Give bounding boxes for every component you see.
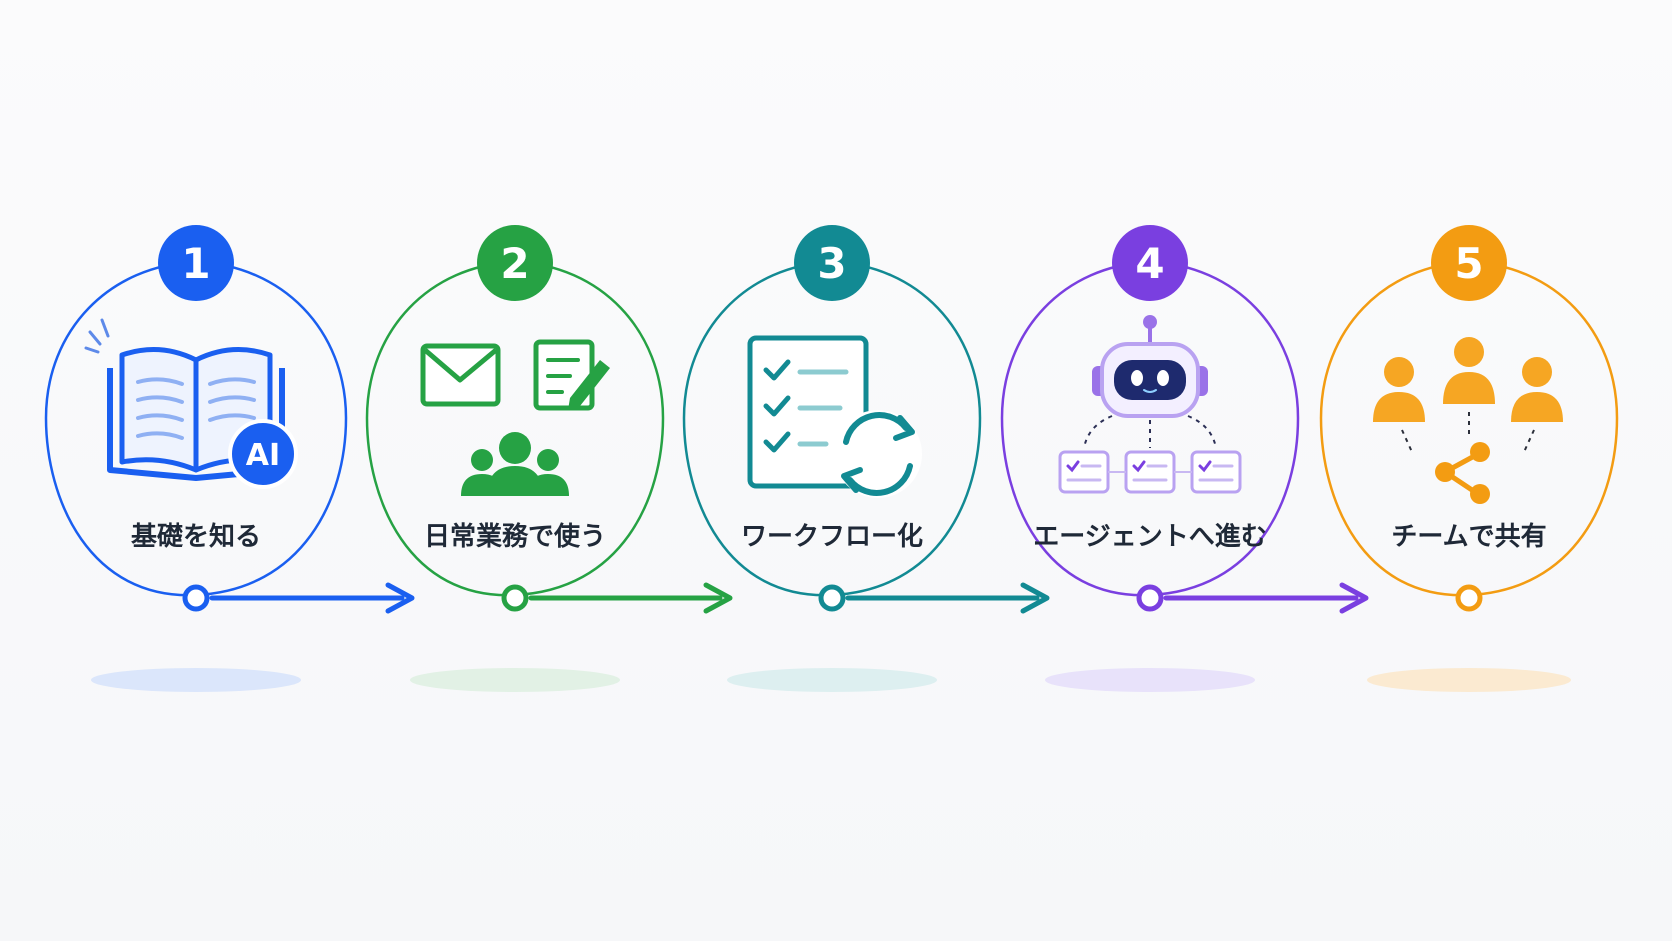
share-icon bbox=[1435, 442, 1490, 504]
open-book-ai-icon: AI bbox=[84, 318, 298, 489]
step-4-badge bbox=[1112, 225, 1188, 301]
task-connectors bbox=[1083, 415, 1217, 449]
step-1-shadow bbox=[91, 668, 301, 692]
step-3-node bbox=[818, 584, 846, 612]
people-icon bbox=[1373, 337, 1563, 422]
arrow-2-to-3 bbox=[528, 582, 733, 614]
step-2: 日常業務で使う 2 bbox=[365, 225, 733, 692]
robot-icon bbox=[1092, 315, 1208, 418]
step-5-shadow bbox=[1367, 668, 1571, 692]
step-2-number: 2 bbox=[500, 239, 529, 288]
step-3: ワークフロー化 3 bbox=[682, 225, 1050, 692]
ai-badge-text: AI bbox=[246, 438, 280, 473]
cycle-icon bbox=[834, 410, 922, 498]
step-1: AI 基礎を知る 1 bbox=[44, 225, 415, 692]
step-2-badge bbox=[477, 225, 553, 301]
step-4-shadow bbox=[1045, 668, 1255, 692]
arrow-4-to-5 bbox=[1163, 582, 1369, 614]
step-4-number: 4 bbox=[1135, 239, 1164, 288]
step-5: チームで共有 5 bbox=[1319, 225, 1619, 692]
step-5-label: チームで共有 bbox=[1391, 522, 1546, 552]
step-1-node bbox=[182, 584, 210, 612]
step-4-label: エージェントへ進む bbox=[1033, 522, 1266, 552]
step-3-shadow bbox=[727, 668, 937, 692]
step-3-badge bbox=[794, 225, 870, 301]
step-4-node bbox=[1136, 584, 1164, 612]
step-5-number: 5 bbox=[1454, 239, 1483, 288]
team-icon bbox=[461, 432, 569, 496]
mail-document-team-icon bbox=[420, 339, 610, 496]
step-1-badge bbox=[158, 225, 234, 301]
step-3-label: ワークフロー化 bbox=[741, 522, 923, 552]
mail-icon bbox=[420, 343, 501, 407]
step-5-badge bbox=[1431, 225, 1507, 301]
step-1-number: 1 bbox=[181, 239, 210, 288]
step-2-shadow bbox=[410, 668, 620, 692]
share-connectors bbox=[1401, 412, 1535, 453]
step-3-number: 3 bbox=[817, 239, 846, 288]
step-2-label: 日常業務で使う bbox=[424, 522, 606, 552]
robot-tasks-icon bbox=[1058, 315, 1242, 494]
step-4: エージェントへ進む 4 bbox=[1000, 225, 1369, 692]
arrow-3-to-4 bbox=[845, 582, 1050, 614]
document-pen-icon bbox=[533, 339, 610, 411]
task-card-icons bbox=[1058, 450, 1242, 494]
ai-badge bbox=[228, 419, 298, 489]
step-1-icon: AI bbox=[84, 318, 298, 489]
people-share-icon bbox=[1373, 337, 1563, 504]
arrow-1-to-2 bbox=[209, 582, 415, 614]
step-5-node bbox=[1455, 584, 1483, 612]
step-2-node bbox=[501, 584, 529, 612]
checklist-cycle-icon bbox=[747, 335, 922, 498]
step-1-label: 基礎を知る bbox=[131, 522, 261, 552]
